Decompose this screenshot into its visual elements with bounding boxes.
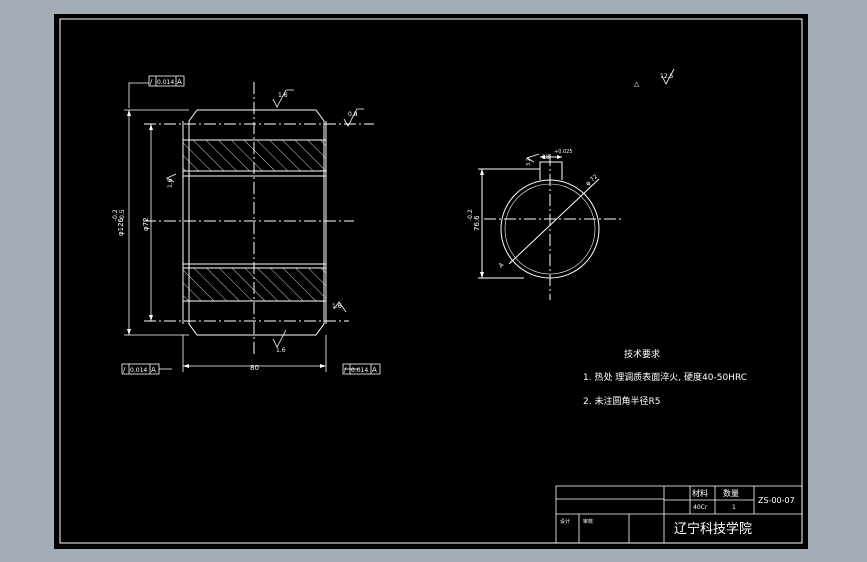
roughness-default-prefix: △ [634, 80, 640, 88]
outer-diameter-tol-bottom: -0.5 [119, 209, 126, 221]
bore-diameter-label: φ72 [142, 217, 150, 231]
svg-text:A: A [177, 78, 182, 86]
school-name: 辽宁科技学院 [674, 521, 752, 537]
arrowheads [127, 110, 326, 368]
drawing-sheet: / 0.014 A / 0.014 A / 0.014 A 1.6 0.8 1.… [54, 14, 808, 549]
svg-text:0.014: 0.014 [351, 367, 368, 374]
svg-text:/: / [123, 366, 126, 374]
drawing-border [59, 18, 803, 544]
roughness-symbols [166, 68, 675, 348]
roughness-left-bore: 1.6 [167, 178, 174, 188]
roughness-default: 12.5 [660, 73, 674, 80]
keyway-roughness-label: 3.2 [526, 158, 532, 166]
tolerance-frame-bottom-left: / 0.014 A [121, 363, 160, 375]
cad-canvas: / 0.014 A / 0.014 A / 0.014 A 1.6 0.8 1.… [59, 18, 803, 544]
keyway-width-label: 18 [542, 154, 550, 161]
length-label: 80 [250, 364, 259, 372]
roughness-right-face: 1.6 [332, 303, 342, 310]
roughness-top-right: 0.8 [348, 111, 358, 118]
notes-item-1: 1. 热处 理调质表面淬火, 硬度40-50HRC [583, 371, 747, 383]
end-view [478, 154, 624, 300]
keyway-width-tol: +0.025 [554, 149, 573, 155]
outer-diameter-label: φ126 [117, 217, 125, 236]
material-value: 40Cr [693, 504, 708, 511]
svg-text:0.014: 0.014 [130, 367, 147, 374]
svg-text:/: / [150, 78, 153, 86]
svg-text:/: / [344, 366, 347, 374]
tolerance-frame-top: / 0.014 A [148, 75, 185, 87]
end-view-arrows [480, 155, 562, 278]
quantity-value: 1 [732, 504, 736, 511]
material-label: 材料 [692, 488, 708, 498]
tolerance-frame-bottom-right: / 0.014 A [342, 363, 381, 375]
dimension-lines [124, 82, 359, 372]
roughness-bottom: 1.6 [276, 347, 286, 354]
keyway-height-label: 76.6 [473, 215, 481, 231]
roughness-top-left: 1.6 [278, 92, 288, 99]
section-view [144, 82, 374, 357]
designer-label: 设计 [560, 518, 570, 525]
outer-diameter-tol-top: -0.2 [112, 209, 119, 221]
svg-text:A: A [151, 366, 156, 374]
section-a-label: A [498, 261, 506, 270]
svg-text:0.014: 0.014 [157, 79, 174, 86]
drawing-number: ZS-00-07 [758, 496, 795, 505]
quantity-label: 数量 [723, 488, 739, 498]
notes-item-2: 2. 未注圆角半径R5 [583, 395, 660, 407]
title-block [555, 485, 803, 544]
notes-title: 技术要求 [624, 348, 660, 360]
keyway-height-tol: -0.2 [467, 209, 474, 221]
checker-label: 审核 [583, 518, 593, 525]
svg-text:A: A [372, 366, 377, 374]
